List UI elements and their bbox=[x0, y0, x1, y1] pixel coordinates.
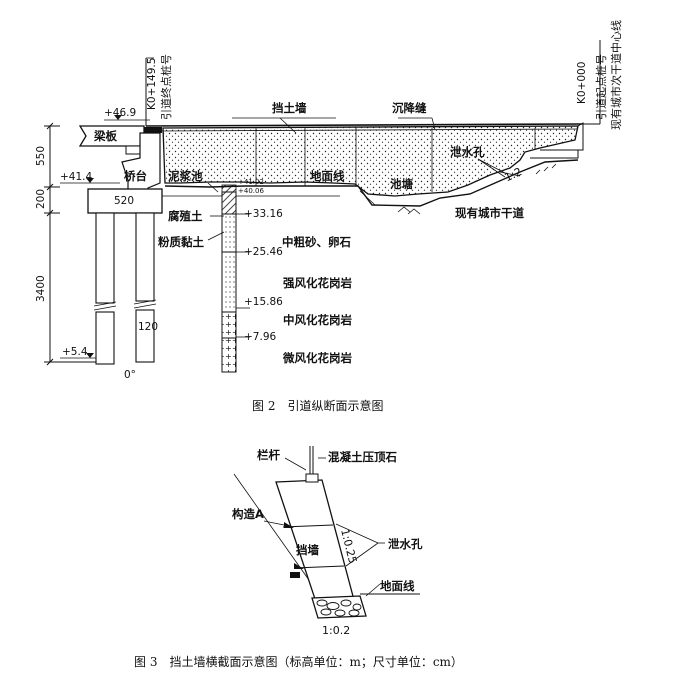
figure-2-caption: 图 2 引道纵断面示意图 bbox=[252, 398, 383, 413]
borehole-column bbox=[221, 184, 250, 373]
angle-label: 0° bbox=[124, 369, 136, 381]
ground-line-label: 地面线 bbox=[310, 169, 345, 183]
retaining-wall-label: 挡土墙 bbox=[272, 101, 307, 115]
dimension-550: 550 bbox=[35, 146, 47, 166]
ground-line bbox=[164, 159, 579, 215]
abutment-label: 桥台 bbox=[124, 169, 147, 183]
elevation-33-16: +33.16 bbox=[244, 208, 283, 220]
small-elevation-40-06: +40.06 bbox=[238, 187, 264, 195]
backfill-slope-line bbox=[233, 473, 317, 591]
start-station-code: K0+000 bbox=[576, 62, 588, 104]
leader-lines bbox=[207, 117, 521, 241]
detail-a-marker bbox=[284, 522, 294, 528]
mud-pool-label: 泥浆池 bbox=[168, 169, 203, 183]
settlement-joint-label: 沉降缝 bbox=[392, 101, 427, 115]
start-station-name: 引道起点桩号 bbox=[594, 54, 608, 120]
pile-cap-width: 520 bbox=[114, 195, 134, 207]
beam-slab bbox=[78, 125, 162, 155]
wall-label: 挡墙 bbox=[296, 543, 319, 557]
base-slope-label: 1:0.2 bbox=[322, 624, 350, 637]
pile-cap bbox=[87, 188, 163, 214]
existing-road-label: 现有城市干道 bbox=[455, 206, 524, 220]
small-elevation-41-02: +41.02 bbox=[238, 178, 264, 186]
coarse-sand-label: 中粗砂、卵石 bbox=[282, 235, 351, 249]
elevation-41-4: +41.4 bbox=[60, 171, 92, 183]
elevation-markers bbox=[60, 115, 150, 359]
elevation-7-96: +7.96 bbox=[244, 331, 276, 343]
beam-slab-label: 梁板 bbox=[93, 129, 117, 143]
coping-label: 混凝土压顶石 bbox=[328, 450, 397, 464]
road-centerline-label: 现有城市次干道中心线 bbox=[609, 20, 623, 130]
end-station-code: K0+149.5 bbox=[146, 58, 158, 110]
detail-a-label: 构造A bbox=[232, 507, 264, 521]
dimension-200: 200 bbox=[35, 189, 47, 209]
strong-granite-label: 强风化花岗岩 bbox=[283, 276, 352, 290]
station-lines bbox=[145, 40, 601, 126]
embankment-fill bbox=[145, 122, 584, 197]
figure-3-caption: 图 3 挡土墙横截面示意图（标高单位：m；尺寸单位：cm） bbox=[134, 654, 463, 669]
pile-diameter: 120 bbox=[138, 321, 158, 333]
elevation-5-4: +5.4 bbox=[62, 346, 88, 358]
end-station-name: 引道终点桩号 bbox=[159, 54, 173, 120]
elevation-46-9: +46.9 bbox=[104, 107, 136, 119]
piles bbox=[93, 212, 157, 365]
pond-label: 池塘 bbox=[390, 177, 413, 191]
dimension-line bbox=[44, 122, 96, 366]
weep-hole-label-3: 泄水孔 bbox=[388, 537, 423, 551]
railing-label: 栏杆 bbox=[257, 448, 280, 462]
figure-2-longitudinal-profile: +46.9 +41.4 +33.16 +25.46 +15.86 +7.96 +… bbox=[35, 20, 623, 413]
coping-stone bbox=[305, 473, 319, 483]
medium-granite-label: 中风化花岗岩 bbox=[283, 313, 352, 327]
silty-clay-label: 粉质黏土 bbox=[158, 235, 204, 249]
dimension-3400: 3400 bbox=[35, 275, 47, 302]
humus-soil-label: 腐殖土 bbox=[168, 209, 203, 223]
elevation-15-86: +15.86 bbox=[244, 296, 283, 308]
elevation-25-46: +25.46 bbox=[244, 246, 283, 258]
slight-granite-label: 微风化花岗岩 bbox=[282, 351, 352, 365]
weep-hole-label: 泄水孔 bbox=[450, 145, 485, 159]
ground-line-label-3: 地面线 bbox=[380, 579, 415, 593]
figure-3-cross-section: 栏杆 混凝土压顶石 构造A 挡墙 1:0.25 泄水孔 地面线 1:0.2 图 … bbox=[134, 446, 463, 669]
